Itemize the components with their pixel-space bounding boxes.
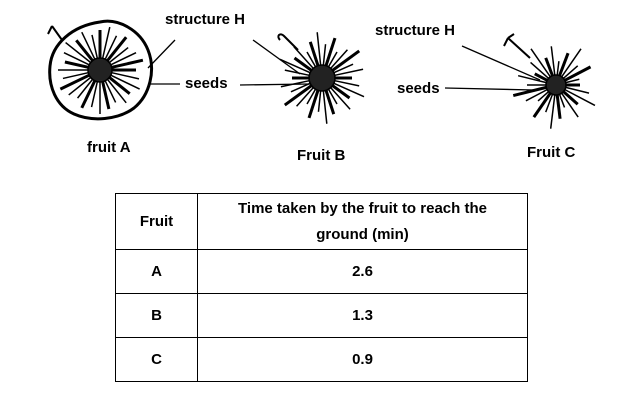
table-header-row: Fruit Time taken by the fruit to reach t…	[115, 193, 528, 250]
table-row: B 1.3	[115, 293, 528, 338]
pointer-structure-h-1	[147, 39, 176, 69]
header-fruit: Fruit	[115, 193, 198, 250]
header-time: Time taken by the fruit to reach the gro…	[197, 193, 528, 250]
fruit-b-drawing	[277, 32, 365, 124]
label-fruit-b: Fruit B	[297, 147, 346, 164]
cell-fruit: B	[115, 293, 198, 338]
fruit-c-drawing	[503, 33, 596, 129]
table-row: A 2.6	[115, 249, 528, 294]
fruit-a-drawing	[47, 19, 153, 121]
fruit-time-table: Fruit Time taken by the fruit to reach t…	[115, 193, 528, 382]
fruit-diagrams	[47, 19, 596, 129]
pointer-seeds-3	[444, 87, 535, 91]
table-row: C 0.9	[115, 337, 528, 382]
label-fruit-c: Fruit C	[527, 144, 576, 161]
label-seeds-1: seeds	[185, 75, 228, 92]
cell-time: 1.3	[197, 293, 528, 338]
cell-fruit: C	[115, 337, 198, 382]
cell-time: 2.6	[197, 249, 528, 294]
label-seeds-2: seeds	[397, 80, 440, 97]
label-structure-h-2: structure H	[375, 22, 456, 39]
pointer-seeds-2	[239, 83, 311, 86]
cell-fruit: A	[115, 249, 198, 294]
pointer-structure-h-3	[461, 45, 541, 81]
label-fruit-a: fruit A	[87, 139, 131, 156]
cell-time: 0.9	[197, 337, 528, 382]
pointer-structure-h-2	[252, 39, 301, 75]
label-structure-h-1: structure H	[165, 11, 246, 28]
